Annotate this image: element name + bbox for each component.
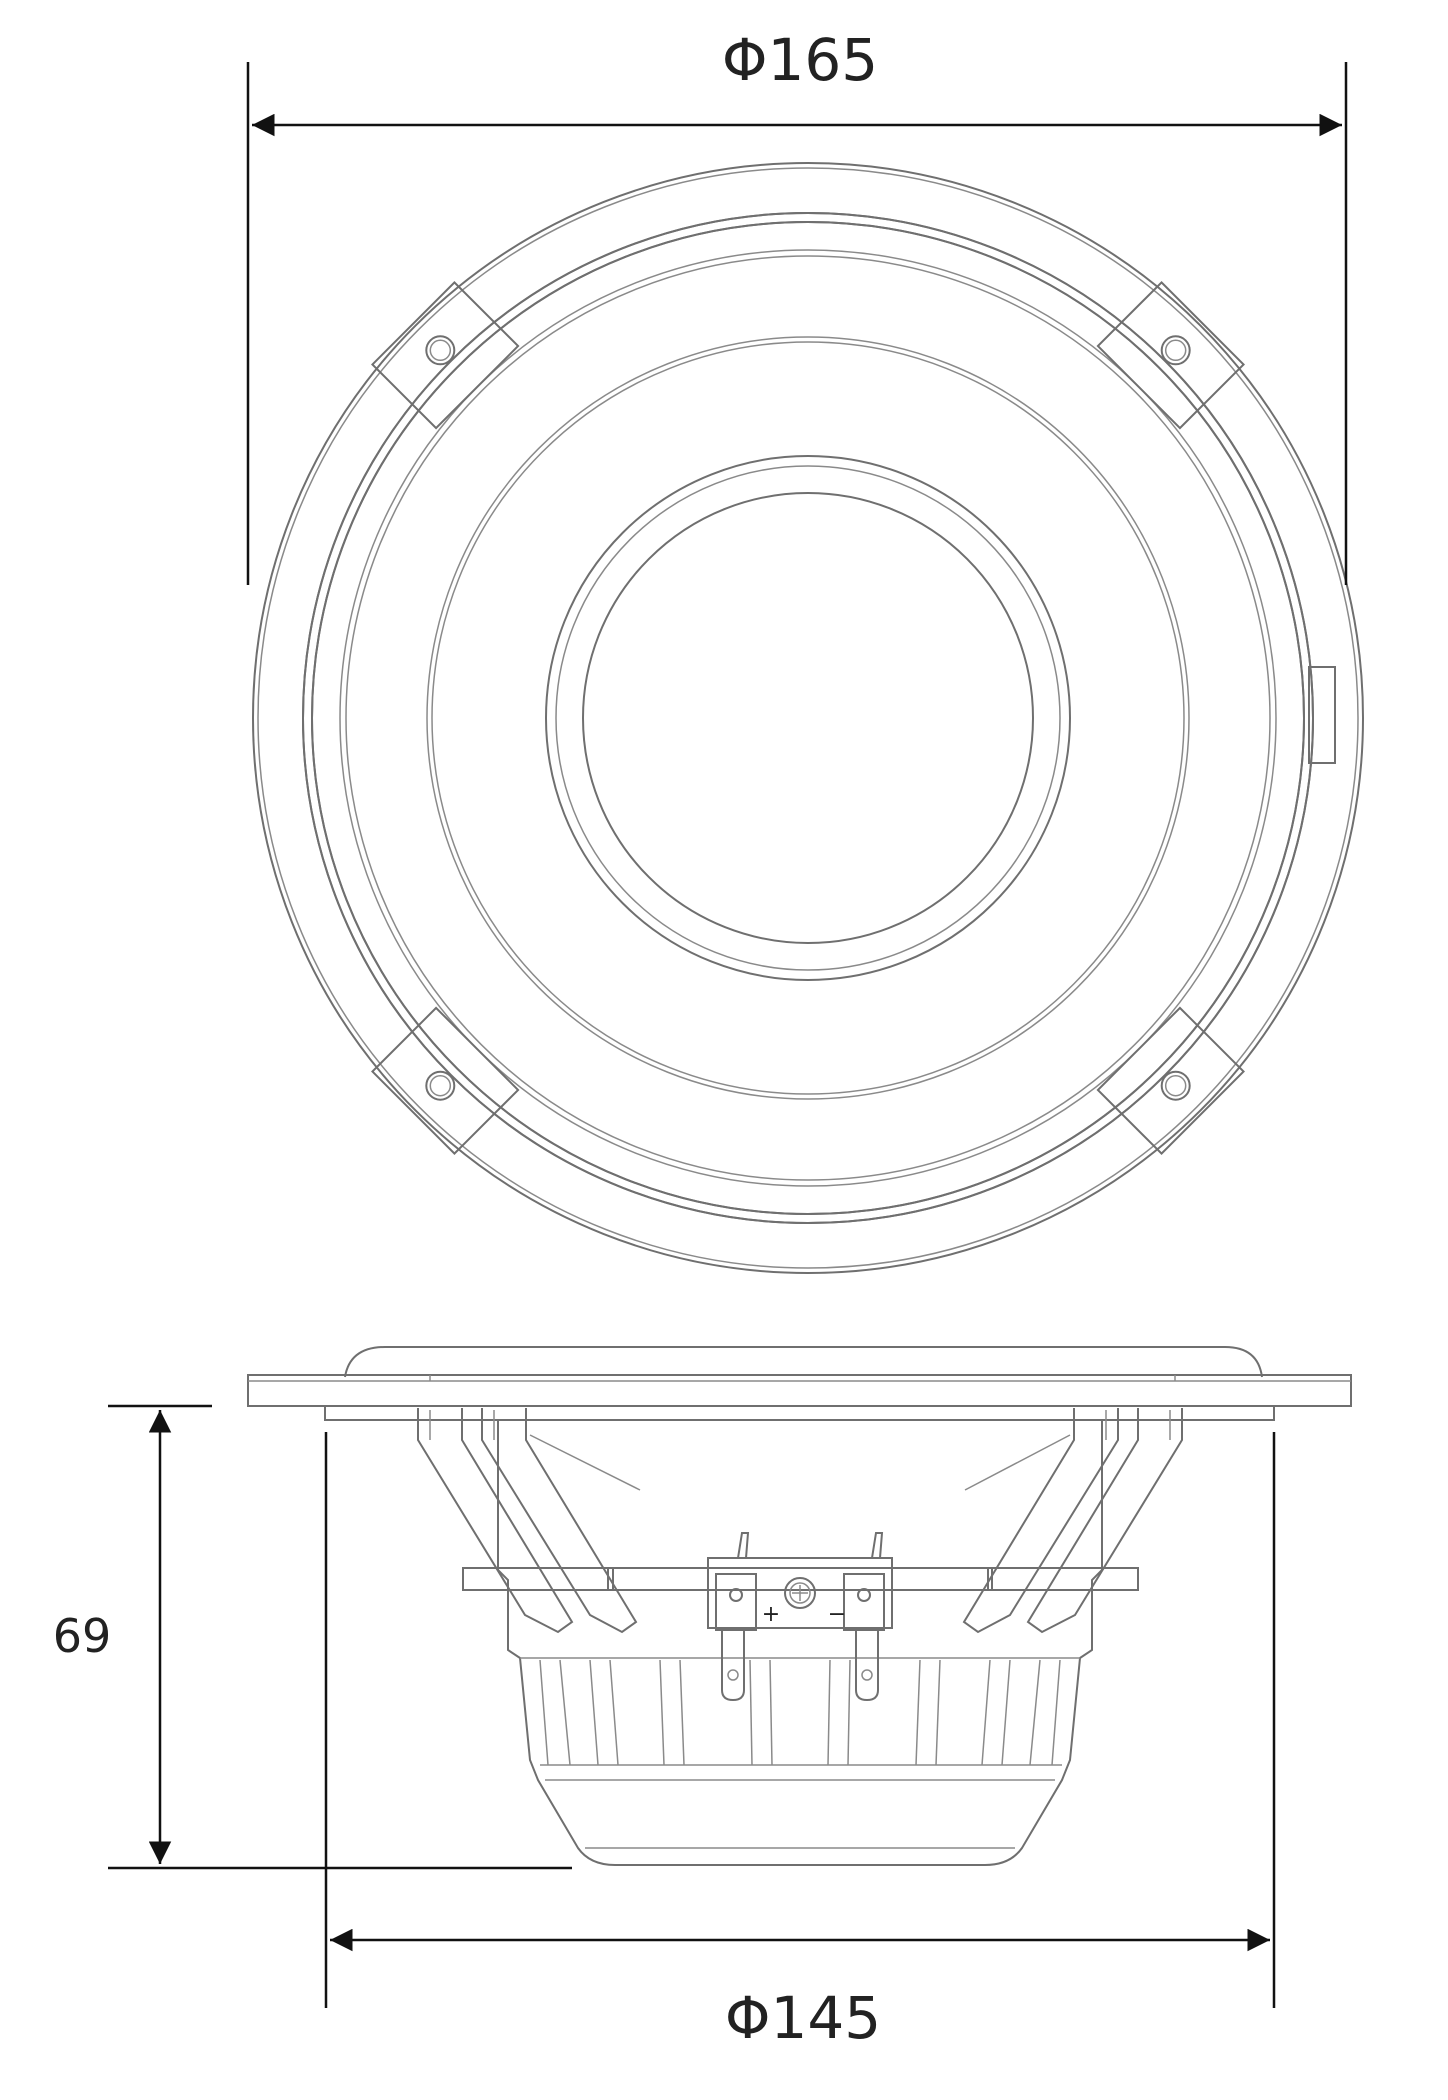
basket-spoke-left-outer: [417, 1408, 574, 1634]
outer-diameter-label: Φ165: [722, 26, 878, 94]
surround-outer: [339, 249, 1277, 1187]
ledge-right: [987, 1567, 1139, 1591]
ledge-left: [462, 1567, 614, 1591]
basket-spoke-left-inner: [481, 1408, 638, 1634]
mounting-hole: [425, 1070, 456, 1101]
terminal-block: + −: [707, 1532, 893, 1702]
mounting-hole: [1160, 335, 1191, 366]
cone-line-left: [529, 1434, 641, 1491]
speaker-side-view: + −: [247, 1346, 1352, 1866]
basket-spoke-right-outer: [1026, 1408, 1183, 1634]
terminal-plus-label: +: [762, 1602, 780, 1627]
mounting-hole: [425, 335, 456, 366]
mounting-tab-top-left: [371, 281, 520, 430]
inner-diameter-dimension: Φ145: [324, 1432, 1276, 2052]
cone-edge-inner: [431, 341, 1185, 1095]
gasket-strip: [324, 1405, 1275, 1421]
terminal-slot: [1308, 666, 1336, 764]
cone-edge: [426, 336, 1190, 1100]
dust-cap-outer: [545, 455, 1071, 981]
speaker-top-view: [252, 162, 1364, 1274]
motor-fins: [520, 1657, 1080, 1849]
outer-diameter-dimension: Φ165: [246, 26, 1348, 585]
gasket-ring: [302, 212, 1314, 1224]
dust-cap-mid: [555, 465, 1061, 971]
depth-label: 69: [53, 1609, 112, 1663]
surround-inner: [345, 255, 1271, 1181]
mounting-hole: [1160, 1070, 1191, 1101]
spade-terminal-right: [855, 1630, 879, 1702]
inner-diameter-label: Φ145: [725, 1984, 881, 2052]
spade-terminal-left: [721, 1630, 745, 1702]
basket-outline: [497, 1420, 1103, 1866]
flange-plate: [247, 1374, 1352, 1407]
frame-outer-ring: [252, 162, 1364, 1274]
dust-cap-inner: [582, 492, 1034, 944]
frame-outer-ring-inner: [257, 167, 1359, 1269]
flange-top: [344, 1346, 1263, 1378]
basket-spoke-right-inner: [962, 1408, 1119, 1634]
terminal-minus-label: −: [828, 1602, 846, 1627]
cone-line-right: [964, 1434, 1071, 1491]
gasket-ring-inner: [311, 221, 1305, 1215]
terminal-screw: [784, 1577, 816, 1609]
depth-dimension: 69: [53, 1404, 572, 1870]
mounting-tab-bottom-left: [371, 1006, 520, 1155]
